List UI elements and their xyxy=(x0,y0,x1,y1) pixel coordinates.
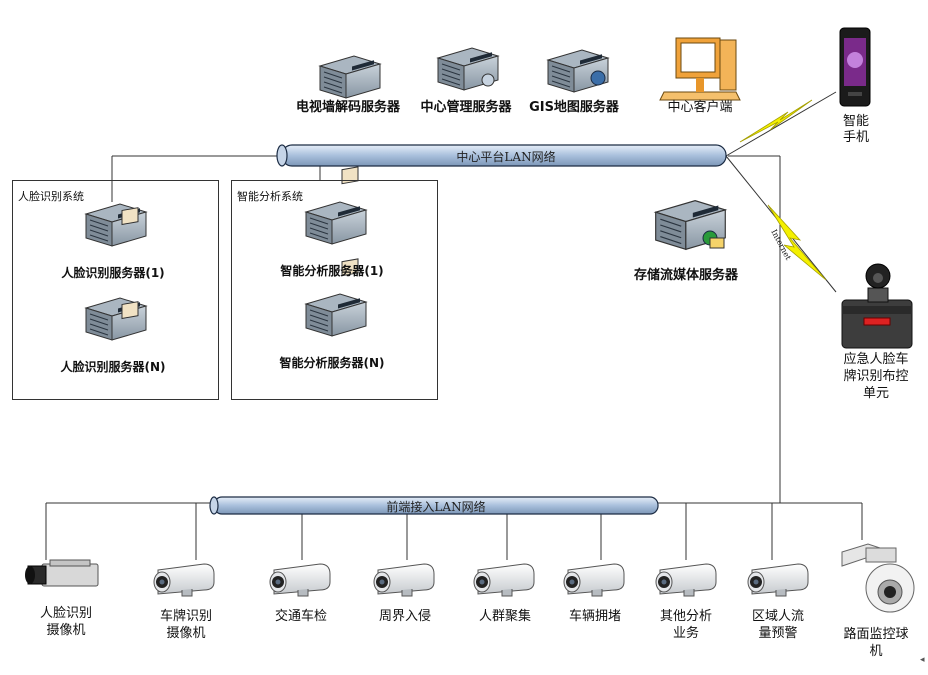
bullet-camera-icon-2 xyxy=(269,563,331,597)
tv-wall-server-label: 电视墙解码服务器 xyxy=(295,100,401,115)
other-camera-label-2: 业务 xyxy=(672,626,700,641)
database-badge-icon xyxy=(481,73,495,87)
center-lan-label: 中心平台LAN网络 xyxy=(456,150,556,164)
bullet-camera-icon-6 xyxy=(655,563,717,597)
face-server-n-label: 人脸识别服务器(N) xyxy=(60,360,166,374)
phone-label-2: 手机 xyxy=(842,130,870,145)
analysis-server-1-card-icon xyxy=(341,166,359,185)
dome-camera-icon xyxy=(841,543,915,613)
face-server-1-label: 人脸识别服务器(1) xyxy=(61,266,165,280)
bullet-camera-icon-5 xyxy=(563,563,625,597)
face-recognition-system-box: 人脸识别系统 人脸识别服务器(1) 人脸识别服务器(N) xyxy=(12,180,219,400)
management-server-label: 中心管理服务器 xyxy=(420,100,512,115)
analysis-server-n-card-icon xyxy=(341,258,359,277)
other-camera-label-1: 其他分析 xyxy=(659,609,713,624)
analysis-server-n-label: 智能分析服务器(N) xyxy=(279,356,385,370)
center-lan-bus xyxy=(276,144,727,167)
bullet-camera-icon-4 xyxy=(473,563,535,597)
emergency-label-1: 应急人脸车 xyxy=(843,352,909,367)
globe-badge-icon xyxy=(590,70,606,86)
bullet-camera-icon-7 xyxy=(747,563,809,597)
emergency-label-2: 牌识别布控 xyxy=(843,369,909,384)
storage-server-label: 存储流媒体服务器 xyxy=(633,268,739,283)
face-server-n-card-icon xyxy=(121,301,139,320)
client-computer-icon xyxy=(659,37,741,101)
plate-camera-label-1: 车牌识别 xyxy=(159,609,213,624)
crowd-camera-label: 人群聚集 xyxy=(478,609,532,624)
face-camera-label-2: 摄像机 xyxy=(46,623,86,638)
analysis-system-box: 智能分析系统 智能分析服务器(1) 智能分析服务器(N) xyxy=(231,180,438,400)
box-camera-icon xyxy=(25,559,99,587)
dome-camera-label-2: 机 xyxy=(869,644,883,659)
face-system-title: 人脸识别系统 xyxy=(18,190,84,203)
emergency-label-3: 单元 xyxy=(862,386,890,401)
perimeter-camera-label: 周界入侵 xyxy=(378,609,432,624)
client-label: 中心客户端 xyxy=(667,100,733,115)
face-server-1-card-icon xyxy=(121,207,139,226)
analysis-server-1-label: 智能分析服务器(1) xyxy=(280,264,384,278)
front-lan-label: 前端接入LAN网络 xyxy=(386,500,486,514)
face-camera-label-1: 人脸识别 xyxy=(39,606,93,621)
storage-folder-badge-icon xyxy=(709,237,725,249)
flow-camera-label-1: 区域人流 xyxy=(751,609,805,624)
lightning-bolt-emergency xyxy=(767,204,827,281)
phone-label-1: 智能 xyxy=(842,114,870,129)
bullet-camera-icon-3 xyxy=(373,563,435,597)
emergency-unit-icon xyxy=(841,263,913,349)
congestion-camera-label: 车辆拥堵 xyxy=(568,609,622,624)
dome-camera-label-1: 路面监控球 xyxy=(843,627,909,642)
front-lan-bus xyxy=(209,496,659,515)
tv-wall-server-icon xyxy=(319,55,381,99)
plate-camera-label-2: 摄像机 xyxy=(166,626,206,641)
gis-server-label: GIS地图服务器 xyxy=(529,100,619,115)
corner-mark: ◂ xyxy=(920,655,925,665)
smartphone-icon xyxy=(839,27,871,107)
analysis-system-title: 智能分析系统 xyxy=(237,190,303,203)
lightning-bolt-phone xyxy=(739,99,813,143)
bullet-camera-icon-1 xyxy=(153,563,215,597)
flow-camera-label-2: 量预警 xyxy=(758,626,798,641)
traffic-camera-label: 交通车检 xyxy=(274,609,328,624)
